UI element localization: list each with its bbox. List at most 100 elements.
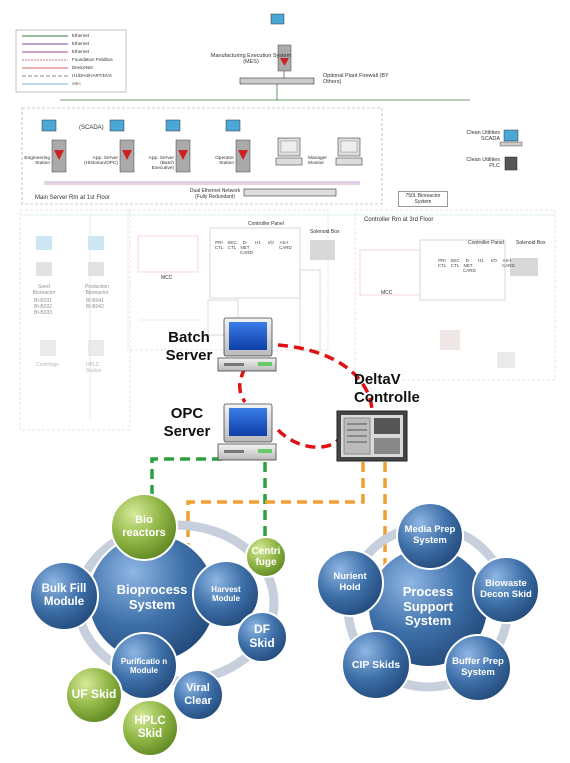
- controller-card-label: AS-I CARD: [502, 258, 515, 268]
- batch-server-computer-icon: [217, 317, 277, 372]
- process-support-center-label: Process Support System: [402, 583, 454, 629]
- batch-server-label: Batch Server: [165, 329, 213, 364]
- mes-server-icon: [270, 13, 292, 72]
- bioprocess-satellite-circle: [110, 632, 178, 700]
- batch-deltav-link: [277, 343, 374, 411]
- bioprocess-satellite-label: Purificatio n Module: [120, 656, 168, 675]
- controller-card-label: AS-I CARD: [279, 240, 292, 250]
- station-monitor-icon: [165, 119, 181, 132]
- station-label: Operator Station: [215, 156, 234, 166]
- bioprocess-satellite-label: Bulk Fill Module: [41, 582, 87, 608]
- station-monitor-icon: [41, 119, 57, 132]
- controller-panel-label: Controller Panel: [248, 221, 284, 227]
- process-support-satellite-circle: [396, 502, 464, 570]
- process-support-satellite-label: Biowaste Decon Skid: [480, 578, 532, 600]
- clean-utilities-scada-label: Clean Utilities SCADA: [466, 130, 500, 142]
- controller-card-label: D-NET CARD: [463, 258, 476, 273]
- hplc-station-ghost-label: HPLC Station: [86, 362, 102, 374]
- process-support-satellite-circle: [316, 549, 384, 617]
- station-label: Manager Monitor: [308, 156, 327, 166]
- deltav-bioprocess-link: [186, 462, 365, 565]
- process-support-satellite-label: CIP Skids: [351, 658, 401, 671]
- bioprocess-extra-label: HPLC Skid: [134, 714, 166, 740]
- process-support-satellite-label: Buffer Prep System: [452, 656, 504, 678]
- bioprocess-extra-circle: [245, 536, 287, 578]
- mcc-label-3rd: MCC: [381, 290, 393, 296]
- opc-server-label: OPC Server: [163, 405, 211, 440]
- mes-label: Manufacturing Execution System (MES): [210, 53, 292, 65]
- manager-screen-icon: [280, 140, 298, 153]
- bioprocess-satellite-circle: [192, 560, 260, 628]
- legend-box: [15, 29, 127, 93]
- production-bioreactor-tags: BI-B041 BI-B042: [86, 298, 105, 310]
- clean-utilities-scada-icon: [499, 129, 523, 147]
- solenoid-box-label: Solenoid Box: [310, 229, 340, 235]
- clean-utilities-plc-label: Clean Utilities PLC: [466, 157, 500, 169]
- station-status-icon: [54, 150, 64, 160]
- controller-card-label: SEC CTL: [227, 240, 237, 250]
- network-label: Dual Ethernet Network (Fully Redundant): [189, 188, 241, 200]
- bioreactor-system-label: 750L Bioreactor System: [398, 191, 448, 207]
- bioprocess-extra-label: Centri fuge: [251, 545, 281, 569]
- opc-bioreactors-link: [150, 457, 222, 510]
- station-monitor-icon: [109, 119, 125, 132]
- scada-label: (SCADA): [79, 125, 104, 131]
- manager-base-icon: [275, 157, 303, 166]
- legend-item-label: Foundation Fieldbus: [72, 57, 113, 62]
- mcc-label: MCC: [161, 275, 173, 281]
- controller-panel-label-3rd: Controller Panel: [468, 240, 504, 246]
- solenoid-box-label-3rd: Solenoid Box: [516, 240, 546, 246]
- centrifuge-ghost-label: Centrifuge: [36, 362, 60, 368]
- bioprocess-satellite-circle: [110, 493, 178, 561]
- bioprocess-satellite-label: Bio reactors: [122, 514, 166, 539]
- controller-card-label: I/O: [490, 258, 497, 263]
- controller-card-label: D-NET CARD: [240, 240, 253, 255]
- legend-item-label: DeviceNet: [72, 65, 93, 70]
- station-label: Engineering Station: [24, 156, 50, 166]
- server-room-stations: [41, 119, 363, 173]
- bioprocess-satellite-label: Harvest Module: [211, 584, 241, 603]
- bioprocess-satellite-circle: [29, 561, 99, 631]
- process-support-satellite-label: Nurient Hold: [333, 571, 367, 593]
- deltav-controller-icon: [336, 410, 408, 462]
- controller-card-label: H1: [255, 240, 261, 245]
- bioprocess-extra-label: DF Skid: [249, 622, 275, 650]
- process-support-satellite-circle: [472, 556, 540, 624]
- legend-item-label: H1/DH4/HART/DVS: [72, 73, 112, 78]
- bioprocess-extra-label: Viral Clear: [184, 682, 212, 707]
- seed-bioreactor-label: Seed Bioreactor: [32, 284, 56, 296]
- legend-item-label: Ethernet: [72, 33, 90, 38]
- bioprocess-extra-circle: [236, 611, 288, 663]
- process-support-satellite-circle: [444, 634, 512, 702]
- controller-card-label: PRI CTL: [214, 240, 224, 250]
- server-room-title: Main Server Rm at 1st Floor: [35, 195, 111, 201]
- production-bioreactor-label: Production Bioreactor: [85, 284, 109, 296]
- opc-server-computer-icon: [217, 403, 277, 461]
- bioprocess-extra-circle: [172, 669, 224, 721]
- station-status-icon: [238, 150, 248, 160]
- process-support-cluster: [316, 502, 540, 702]
- station-status-icon: [122, 150, 132, 160]
- controller-card-label: H1: [478, 258, 484, 263]
- bioprocess-center-label: Bioprocess System: [116, 582, 188, 612]
- legend-item-label: AS-i: [72, 81, 81, 86]
- station-label: App. Server (Historian/OPC): [84, 156, 118, 166]
- process-support-satellite-label: Media Prep System: [404, 524, 456, 546]
- controller-card-label: SEC CTL: [450, 258, 460, 268]
- station-monitor-icon: [225, 119, 241, 132]
- deltav-controller-label: DeltaV Controlle: [354, 371, 420, 406]
- batch-opc-link: [238, 367, 247, 404]
- manager-screen-icon: [340, 140, 358, 153]
- controller-card-label: I/O: [267, 240, 274, 245]
- opc-deltav-link: [276, 428, 340, 449]
- bioprocess-cluster: [29, 493, 288, 757]
- station-label: App. Server (Batch Executive): [148, 156, 174, 171]
- legend-lines: [22, 35, 68, 85]
- bioprocess-extra-circle: [65, 666, 123, 724]
- controller-card-label: PRI CTL: [437, 258, 447, 268]
- bioprocess-extra-label: UF Skid: [71, 687, 117, 702]
- faded-architecture: [19, 209, 556, 431]
- manager-base-icon: [335, 157, 363, 166]
- legend-item-label: Ethernet: [72, 49, 90, 54]
